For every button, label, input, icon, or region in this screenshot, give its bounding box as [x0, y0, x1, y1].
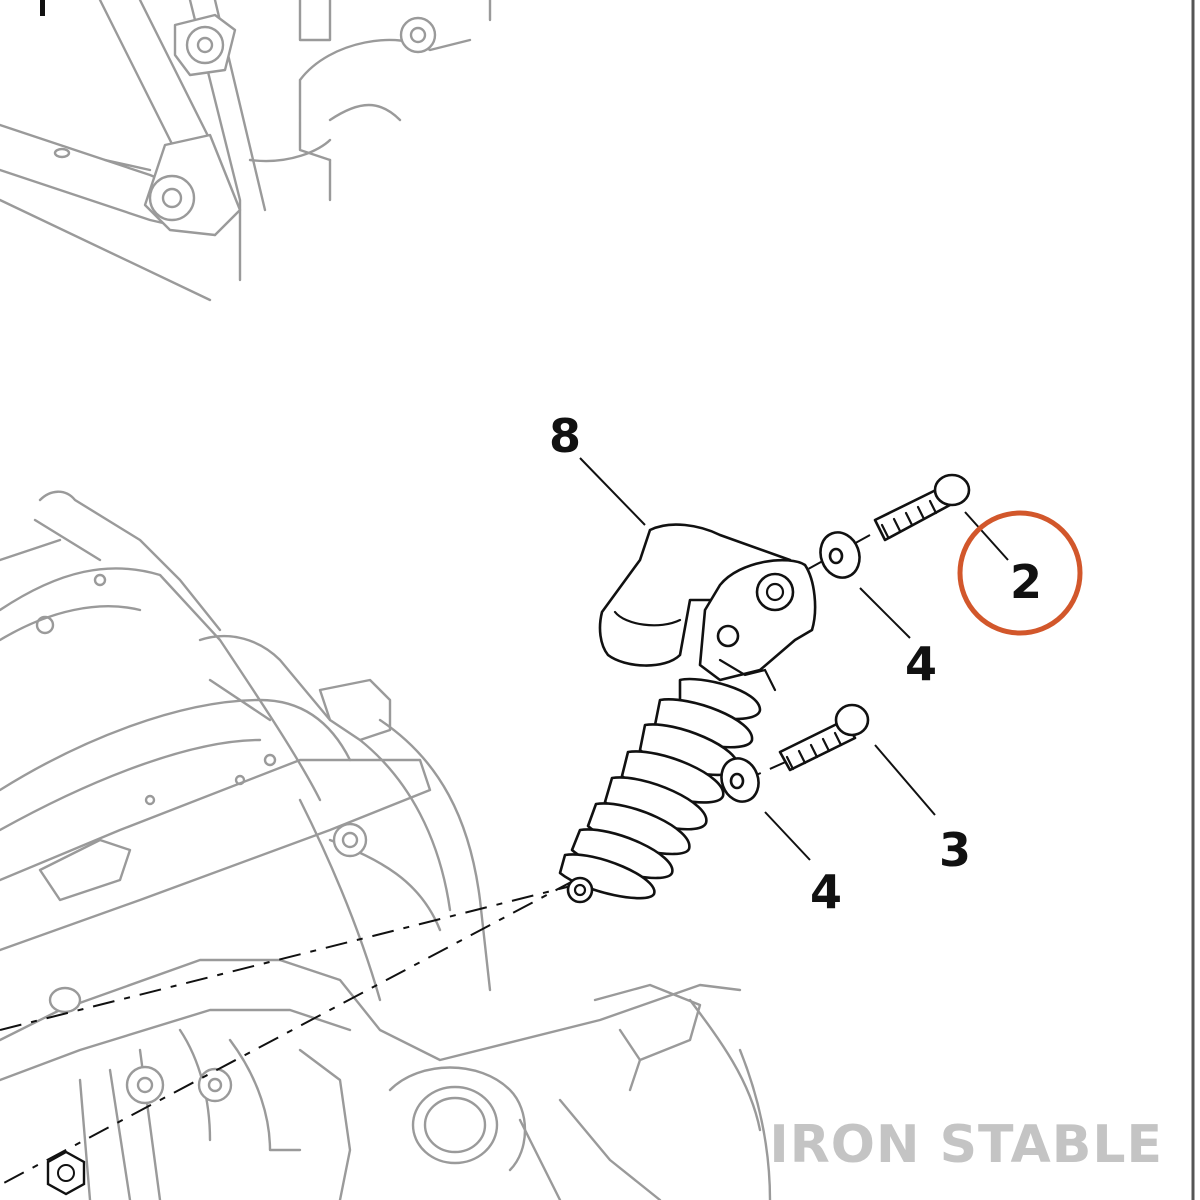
- upper-bolt: [873, 473, 971, 542]
- shock-absorber: [558, 523, 817, 904]
- edge-marker: [40, 0, 45, 16]
- lower-frame-section: [0, 490, 772, 1200]
- lower-washer: [720, 757, 760, 803]
- leader-item-4-lower: [764, 811, 811, 861]
- upper-frame-section: [0, 0, 492, 302]
- callout-item-8: 8: [549, 409, 581, 463]
- callout-item-4-upper: 4: [905, 637, 937, 691]
- callout-item-4-lower: 4: [810, 865, 842, 919]
- callout-item-2: 2: [1010, 555, 1042, 609]
- lower-bolt: [778, 703, 870, 772]
- leader-item-8: [579, 457, 646, 526]
- hex-nut-icon: [46, 1150, 86, 1196]
- leader-item-2: [964, 511, 1009, 561]
- leader-item-4-upper: [859, 587, 911, 639]
- shock-lower-center-line: [0, 879, 576, 1186]
- highlight-circle-item-2: [957, 510, 1083, 636]
- leader-item-3: [874, 744, 936, 816]
- upper-washer: [819, 531, 861, 579]
- callout-item-3: 3: [939, 823, 971, 877]
- watermark-text: IRON STABLE: [769, 1115, 1163, 1175]
- shock-lower-axis: [0, 884, 576, 1031]
